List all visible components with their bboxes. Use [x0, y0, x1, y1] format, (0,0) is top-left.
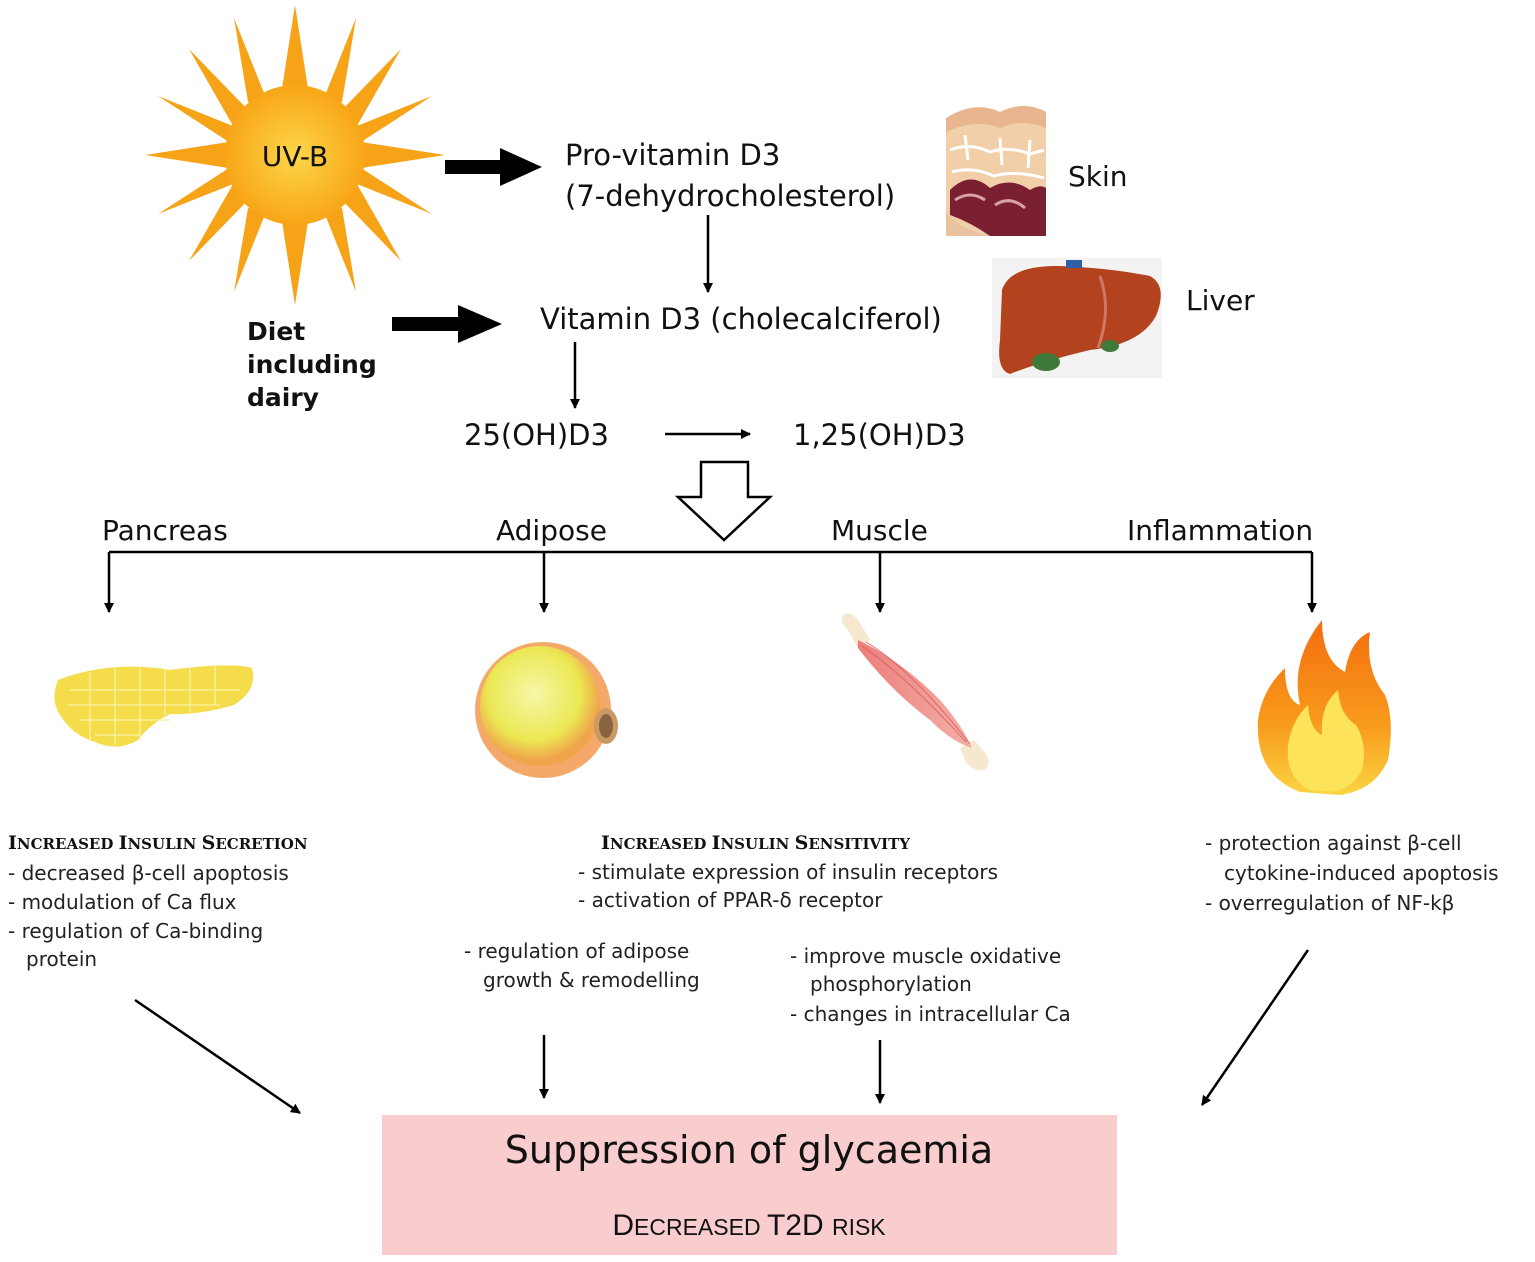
- secretion-item: protein: [26, 947, 97, 971]
- arrows-to-outcome: [134, 949, 1310, 1115]
- muscle-note: phosphorylation: [810, 972, 972, 996]
- liver-label: Liver: [1186, 284, 1255, 317]
- diet-line3: dairy: [247, 383, 319, 412]
- inflammation-note: - overregulation of NF-kβ: [1205, 891, 1454, 915]
- inflammation-note: - protection against β-cell: [1205, 831, 1462, 855]
- adipose-note: growth & remodelling: [483, 968, 700, 992]
- liver-icon: [992, 258, 1162, 378]
- provitamin-line2: (7-dehydrocholesterol): [565, 179, 895, 213]
- sun-icon: [145, 5, 445, 305]
- target-inflammation-label: Inflammation: [1127, 514, 1313, 547]
- muscle-note: - improve muscle oxidative: [790, 944, 1061, 968]
- secretion-item: - regulation of Ca-binding: [8, 919, 263, 943]
- adipocyte-icon: [475, 642, 618, 778]
- metabolite-25-label: 25(OH)D3: [464, 418, 609, 452]
- outcome-subtitle: DECREASED T2D RISK: [612, 1209, 886, 1242]
- arrow-sun-to-provitamin: [445, 148, 542, 186]
- fire-icon: [1257, 620, 1391, 795]
- secretion-item: - modulation of Ca flux: [8, 890, 237, 914]
- diet-line1: Diet: [247, 317, 305, 346]
- adipose-note: - regulation of adipose: [464, 939, 689, 963]
- secretion-heading: INCREASED INSULIN SECRETION: [8, 832, 308, 854]
- sensitivity-item: - activation of PPAR-δ receptor: [578, 888, 883, 912]
- skin-icon: [946, 106, 1046, 236]
- hollow-down-arrow: [674, 460, 774, 542]
- inflammation-note: cytokine-induced apoptosis: [1224, 861, 1499, 885]
- outcome-box: [382, 1115, 1117, 1255]
- sensitivity-heading: INCREASED INSULIN SENSITIVITY: [601, 832, 910, 854]
- target-adipose-label: Adipose: [496, 514, 607, 547]
- pancreas-icon: [54, 665, 254, 747]
- diet-line2: including: [247, 350, 377, 379]
- arrow-diet-to-d3: [392, 305, 502, 343]
- sensitivity-item: - stimulate expression of insulin recept…: [578, 860, 998, 884]
- outcome-title: Suppression of glycaemia: [505, 1128, 993, 1172]
- vitamin-d3-label: Vitamin D3 (cholecalciferol): [540, 302, 942, 336]
- muscle-icon: [841, 613, 989, 771]
- provitamin-line1: Pro-vitamin D3: [565, 138, 780, 172]
- muscle-note: - changes in intracellular Ca: [790, 1002, 1071, 1026]
- target-pancreas-label: Pancreas: [102, 514, 228, 547]
- metabolite-125-label: 1,25(OH)D3: [793, 418, 966, 452]
- skin-label: Skin: [1068, 160, 1128, 193]
- secretion-item: - decreased β-cell apoptosis: [8, 861, 289, 885]
- sun-label: UV-B: [262, 140, 328, 173]
- target-muscle-label: Muscle: [831, 514, 928, 547]
- branch-connector: [104, 550, 1317, 613]
